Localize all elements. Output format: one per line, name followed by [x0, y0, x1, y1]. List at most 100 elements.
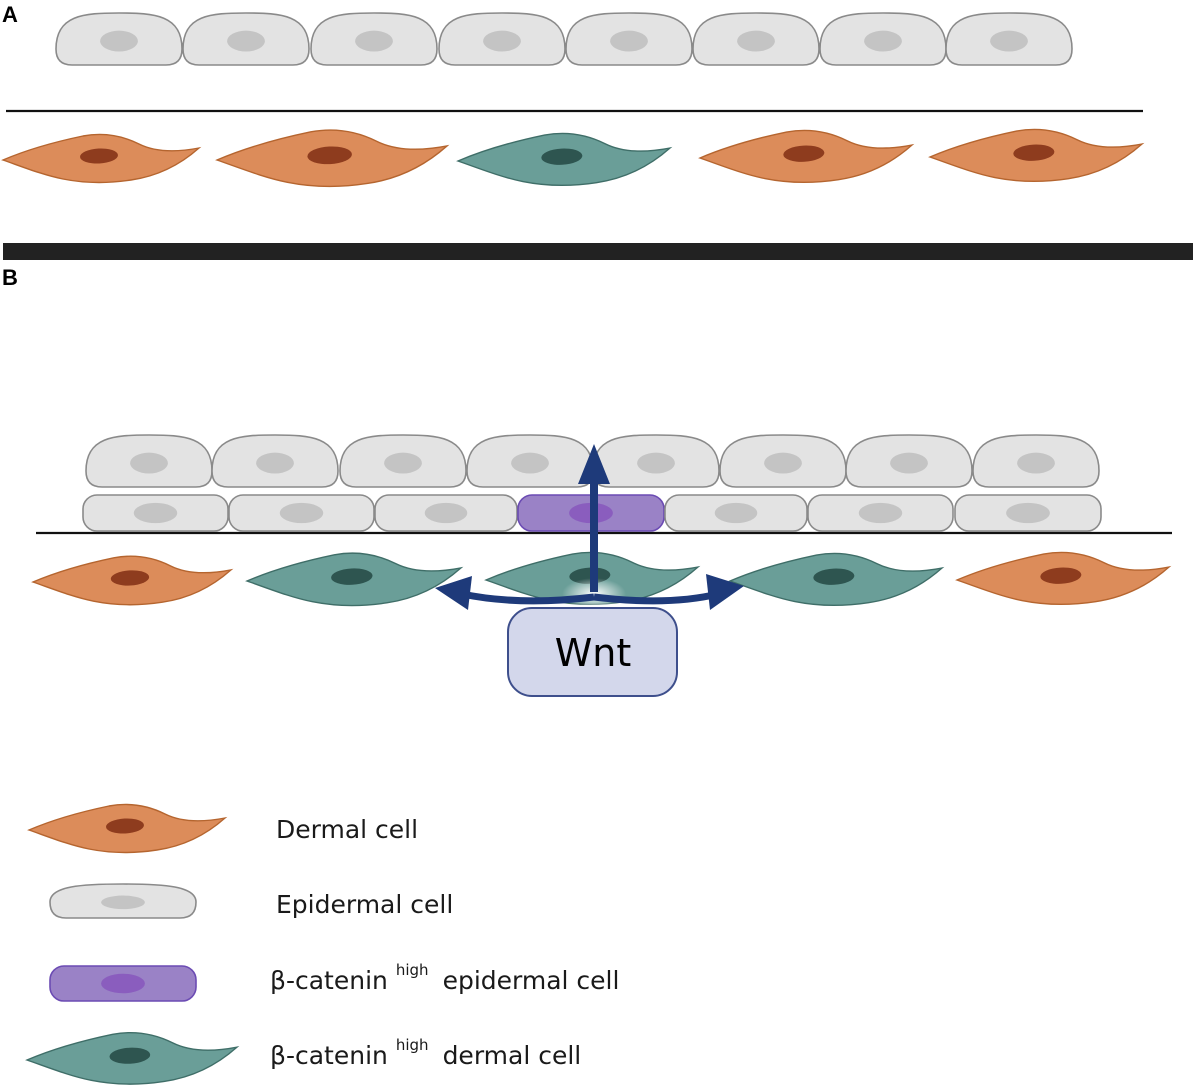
dermal-cell-nucleus — [783, 145, 825, 162]
epidermal-cell-nucleus — [1017, 452, 1055, 474]
panel-b-label: B — [2, 265, 18, 290]
epidermal-cell-nucleus — [864, 30, 902, 52]
basal-cell-nucleus — [858, 502, 903, 524]
epidermal-cell-nucleus — [384, 452, 422, 474]
dermal-cell-nucleus — [307, 146, 352, 165]
epidermal-cell-nucleus — [610, 30, 648, 52]
panel-b-bcatenin-dermal-cell — [246, 552, 462, 607]
epidermal-cell-nucleus — [130, 452, 168, 474]
legend-bcatenin-dermal-suffix: dermal cell — [443, 1041, 582, 1070]
panel-b-suprabasal-epidermal-cell — [719, 434, 847, 488]
panel-b-dermal-layer — [32, 551, 1170, 607]
legend-bcatenin-epidermal-prefix: β-catenin — [270, 966, 388, 995]
basal-cell-nucleus — [133, 502, 178, 524]
panel-a-epidermal-cell — [819, 12, 947, 66]
wnt-arrowhead-left — [435, 576, 472, 610]
epidermal-cell-nucleus — [227, 30, 265, 52]
panel-b-basal-epidermal-cell — [664, 494, 808, 532]
wnt-label: Wnt — [555, 631, 632, 675]
wnt-arrow-right — [593, 590, 719, 605]
panel-a-dermal-layer — [2, 128, 1143, 188]
panel-b-suprabasal-epidermal-cell — [592, 434, 720, 488]
panel-a-dermal-cell — [699, 129, 913, 184]
dermal-cell-nucleus — [541, 148, 583, 165]
panel-a-dermal-cell — [929, 128, 1143, 183]
basal-cell-nucleus — [279, 502, 324, 524]
panel-a-epidermal-cell — [55, 12, 183, 66]
panel-a-epidermal-cell — [182, 12, 310, 66]
legend: Dermal cell Epidermal cell β-catenin high… — [26, 803, 619, 1085]
panel-b-suprabasal-epidermal-cell — [211, 434, 339, 488]
panel-a-dermal-cell — [216, 129, 448, 188]
panel-a-epidermal-cell — [438, 12, 566, 66]
legend-bcatenin-dermal-cell — [26, 1031, 238, 1085]
epidermal-cell-nucleus — [764, 452, 802, 474]
epidermal-cell-nucleus — [355, 30, 393, 52]
panel-b-dermal-cell — [32, 555, 232, 606]
panel-b-suprabasal-epidermal-cell — [339, 434, 467, 488]
panel-a-epidermal-layer — [55, 12, 1073, 66]
panel-b-suprabasal-epidermal-cell — [972, 434, 1100, 488]
basal-cell-nucleus — [101, 973, 145, 994]
epidermal-cell-nucleus — [483, 30, 521, 52]
panel-a-epidermal-cell — [310, 12, 438, 66]
legend-dermal-cell-icon — [28, 803, 226, 854]
dermal-cell-nucleus — [1040, 567, 1082, 584]
panel-b-basal-layer — [82, 494, 1102, 532]
panel-b-dermal-cell — [956, 551, 1170, 606]
dermal-cell-nucleus — [1013, 144, 1055, 161]
dermal-cell-nucleus — [110, 570, 150, 586]
panel-divider — [3, 243, 1193, 260]
wnt-arrowhead-up — [578, 444, 610, 484]
legend-dermal-cell — [28, 803, 226, 854]
legend-dermal-label: Dermal cell — [276, 815, 418, 844]
legend-epidermal-label: Epidermal cell — [276, 890, 453, 919]
epidermal-cell-nucleus — [100, 30, 138, 52]
panel-a-epidermal-cell — [945, 12, 1073, 66]
epidermal-cell-nucleus — [990, 30, 1028, 52]
epidermal-cell-nucleus — [890, 452, 928, 474]
panel-b-basal-epidermal-cell — [82, 494, 229, 532]
legend-bcatenin-epidermal-cell — [49, 965, 197, 1002]
panel-b-basal-epidermal-cell — [374, 494, 518, 532]
epidermal-cell-nucleus — [256, 452, 294, 474]
legend-bcatenin-dermal-label: β-catenin high dermal cell — [270, 1036, 581, 1070]
panel-b-basal-epidermal-cell — [954, 494, 1102, 532]
panel-b-basal-epidermal-cell — [807, 494, 954, 532]
panel-a-epidermal-cell — [692, 12, 820, 66]
legend-bcatenin-dermal-sup: high — [396, 1036, 429, 1054]
epidermal-cell-nucleus — [101, 895, 145, 910]
dermal-cell-nucleus — [106, 818, 144, 834]
legend-epidermal-cell — [49, 883, 197, 919]
legend-bcatenin-epidermal-cell-icon — [49, 965, 197, 1002]
basal-cell-nucleus — [1006, 502, 1050, 524]
epidermal-cell-nucleus — [737, 30, 775, 52]
panel-a-label: A — [2, 2, 18, 27]
legend-bcatenin-epidermal-suffix: epidermal cell — [443, 966, 620, 995]
panel-b-suprabasal-epidermal-cell — [85, 434, 213, 488]
panel-b-suprabasal-epidermal-cell — [845, 434, 973, 488]
panel-b-basal-epidermal-cell — [228, 494, 375, 532]
wnt-signal-arrows — [435, 444, 744, 610]
legend-bcatenin-epidermal-label: β-catenin high epidermal cell — [270, 961, 619, 995]
panel-a-epidermal-cell — [565, 12, 693, 66]
epidermal-cell-nucleus — [637, 452, 675, 474]
basal-cell-nucleus — [424, 502, 468, 524]
dermal-cell-nucleus — [331, 568, 373, 585]
legend-bcatenin-dermal-cell-icon — [26, 1031, 238, 1085]
legend-epidermal-cell-icon — [49, 883, 197, 919]
wnt-arrow-left — [461, 590, 595, 605]
wnt-box-shape — [507, 607, 678, 697]
dermal-cell-nucleus — [109, 1047, 151, 1064]
panel-a-dermal-cell — [2, 133, 200, 184]
basal-cell-nucleus — [714, 502, 758, 524]
panel-a-bcatenin-dermal-cell — [457, 132, 671, 187]
panel-b-bcatenin-dermal-cell — [729, 552, 943, 607]
legend-bcatenin-epidermal-sup: high — [396, 961, 429, 979]
epidermal-cell-nucleus — [511, 452, 549, 474]
legend-bcatenin-dermal-prefix: β-catenin — [270, 1041, 388, 1070]
dermal-cell-nucleus — [813, 568, 855, 585]
panel-b-suprabasal-layer — [85, 434, 1100, 488]
dermal-cell-nucleus — [80, 148, 118, 164]
